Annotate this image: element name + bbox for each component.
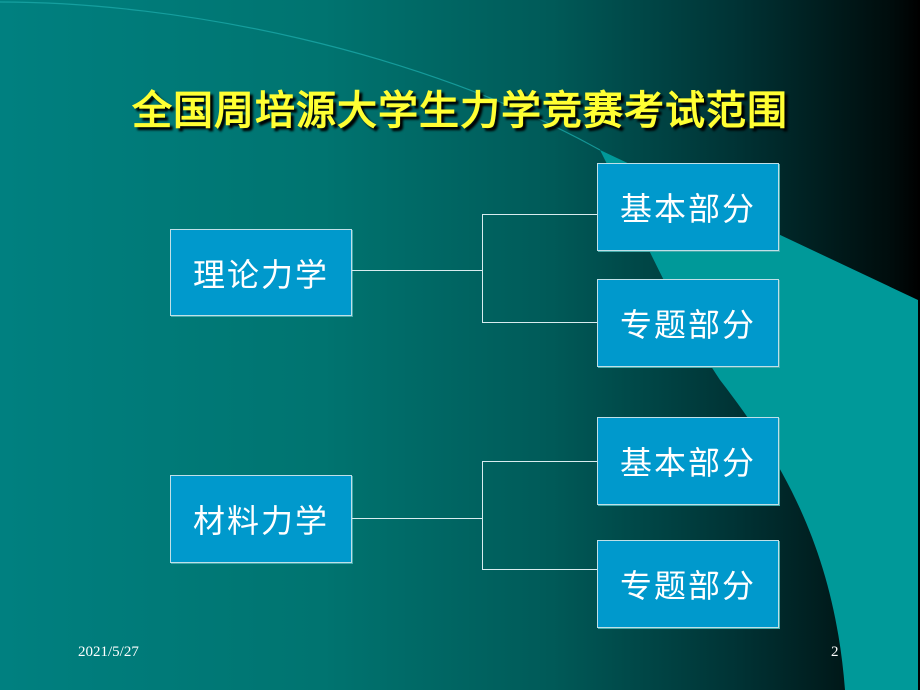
curved-accent-line bbox=[0, 1, 601, 151]
connector-line bbox=[482, 214, 597, 215]
connector-line bbox=[482, 214, 483, 323]
connector-line bbox=[352, 270, 483, 271]
root-node-mechanics-of-materials: 材料力学 bbox=[170, 475, 352, 563]
connector-line bbox=[482, 569, 597, 570]
connector-line bbox=[482, 322, 597, 323]
page-number: 2 bbox=[831, 644, 839, 660]
child-node-special-topics: 专题部分 bbox=[597, 540, 779, 628]
child-node-special-topics: 专题部分 bbox=[597, 279, 779, 367]
connector-line bbox=[482, 461, 483, 570]
connector-line bbox=[352, 518, 483, 519]
slide-title: 全国周培源大学生力学竞赛考试范围 bbox=[132, 88, 788, 134]
child-node-basic-part: 基本部分 bbox=[597, 163, 779, 251]
footer-date: 2021/5/27 bbox=[78, 644, 139, 660]
root-node-theoretical-mechanics: 理论力学 bbox=[170, 229, 352, 316]
right-edge-strip bbox=[918, 0, 920, 690]
child-node-basic-part: 基本部分 bbox=[597, 417, 779, 505]
connector-line bbox=[482, 461, 597, 462]
